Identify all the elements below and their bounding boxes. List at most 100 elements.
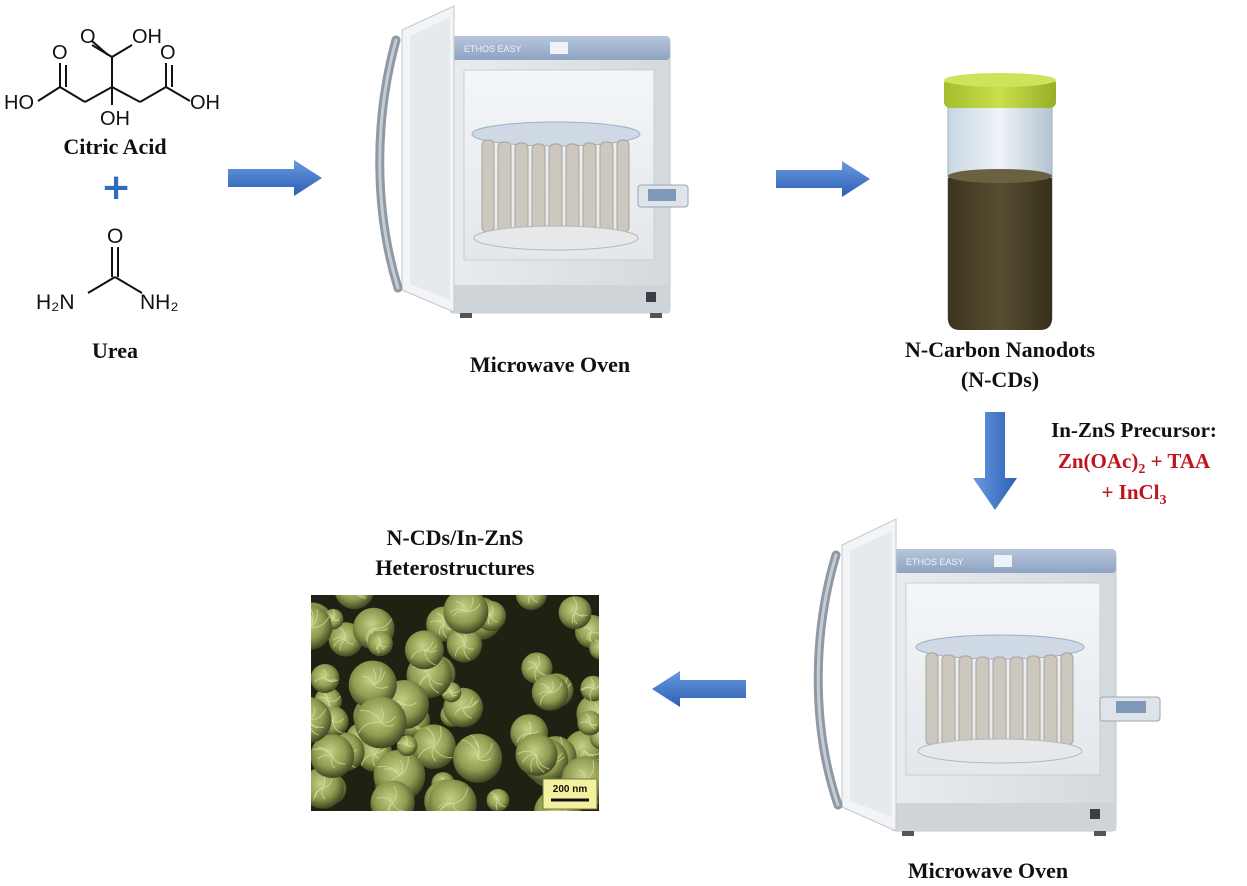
sem-petal	[591, 631, 599, 634]
sem-petal	[345, 639, 354, 645]
urea-structure: O H₂N NH₂	[36, 225, 178, 314]
sem-petal	[586, 631, 592, 641]
sem-petal	[357, 721, 381, 734]
sem-petal	[451, 689, 461, 694]
sem-petal	[311, 608, 314, 627]
sem-petal	[583, 749, 599, 756]
sem-petal	[487, 615, 492, 625]
citric-left-ho: HO	[4, 92, 34, 114]
citric-top-o: O	[80, 26, 96, 48]
sem-petal	[449, 608, 467, 613]
sem-petal	[550, 682, 563, 693]
sem-petal	[317, 754, 333, 760]
sem-cluster	[311, 697, 332, 743]
sem-petal	[375, 643, 381, 650]
sem-cluster	[443, 595, 489, 634]
sem-petal	[454, 644, 465, 657]
sem-petal	[495, 799, 499, 811]
oven-bottom-label: Microwave Oven	[907, 858, 1069, 883]
sem-petal	[428, 675, 444, 685]
citric-acid-structure: O OH O O HO OH OH	[4, 26, 220, 130]
sem-petal	[333, 638, 346, 648]
sem-petal	[463, 644, 471, 661]
sem-flower-clusters	[311, 595, 599, 811]
sem-petal	[452, 803, 458, 811]
sem-petal	[454, 707, 464, 715]
sem-petal	[311, 722, 324, 728]
sem-petal	[327, 695, 341, 703]
sem-petal	[492, 795, 499, 801]
microwave-oven-top: ETHOS EASY	[375, 5, 689, 318]
sem-petal	[462, 707, 472, 719]
sem-petal	[362, 675, 374, 685]
sem-petal	[530, 754, 537, 773]
precursor-line2: + InCl3	[1024, 480, 1244, 509]
sem-petal	[311, 723, 319, 729]
sem-petal	[333, 718, 345, 723]
sem-petal	[424, 645, 438, 651]
sem-petal	[530, 595, 538, 603]
citric-right-oh: OH	[190, 92, 220, 114]
sem-petal	[398, 759, 404, 776]
oven-bottom-brand: ETHOS EASY	[906, 557, 964, 567]
sem-petal	[593, 684, 599, 690]
sem-petal	[379, 643, 387, 648]
sem-cluster	[428, 779, 477, 811]
sem-petal	[333, 636, 347, 641]
microwave-oven-bottom: ETHOS EASY	[813, 518, 1161, 836]
sem-petal	[332, 618, 339, 621]
sem-petal	[536, 754, 550, 770]
sem-petal	[465, 603, 481, 612]
citric-center-oh: OH	[100, 108, 130, 130]
sem-petal	[356, 595, 366, 599]
sem-petal	[311, 708, 327, 721]
product-label-line1: N-CDs/In-ZnS	[386, 525, 524, 550]
citric-acid-label: Citric Acid	[63, 134, 167, 159]
sem-petal	[490, 615, 498, 623]
sem-petal	[433, 746, 453, 759]
sem-cluster	[396, 735, 418, 756]
sem-petal	[571, 612, 576, 624]
sem-petal	[383, 768, 400, 776]
scale-bar-box	[542, 778, 598, 810]
sem-petal	[442, 624, 448, 639]
sem-petal	[439, 803, 453, 811]
sem-cluster	[515, 595, 547, 611]
sem-petal	[477, 743, 493, 759]
sem-petal	[373, 628, 388, 632]
sem-petal	[376, 796, 393, 804]
sem-petal	[528, 595, 532, 604]
sem-petal	[397, 742, 408, 747]
sem-cluster	[367, 630, 393, 657]
sem-petal	[315, 787, 324, 799]
sem-petal	[594, 702, 599, 715]
sem-petal	[463, 696, 473, 709]
sem-petal	[529, 730, 539, 735]
plus-sign: +	[101, 167, 132, 208]
sem-petal	[330, 614, 334, 620]
sem-petal	[323, 668, 327, 679]
sem-petal	[429, 620, 445, 625]
sem-petal	[373, 618, 393, 630]
sem-petal	[590, 677, 595, 689]
precursor-incl: + InCl	[1101, 480, 1160, 504]
sem-petal	[322, 778, 333, 789]
sem-petal	[431, 746, 436, 762]
sem-petal	[433, 726, 442, 748]
urea-label: Urea	[91, 338, 139, 363]
sem-petal	[330, 755, 336, 769]
nanodots-vial	[944, 73, 1056, 330]
sem-petal	[388, 802, 393, 811]
sem-petal	[311, 609, 318, 628]
sem-petal	[490, 605, 494, 617]
sem-petal	[589, 722, 598, 727]
sem-petal	[406, 744, 415, 747]
precursor-zn: Zn(OAc)	[1057, 449, 1139, 473]
sem-petal	[596, 710, 599, 715]
urea-right-n: NH₂	[140, 291, 178, 314]
sem-petal	[527, 666, 538, 671]
precursor-title: In-ZnS Precursor:	[1051, 418, 1217, 442]
citric-left-o: O	[52, 42, 68, 64]
sem-petal	[425, 726, 435, 747]
sem-petal	[527, 720, 532, 734]
